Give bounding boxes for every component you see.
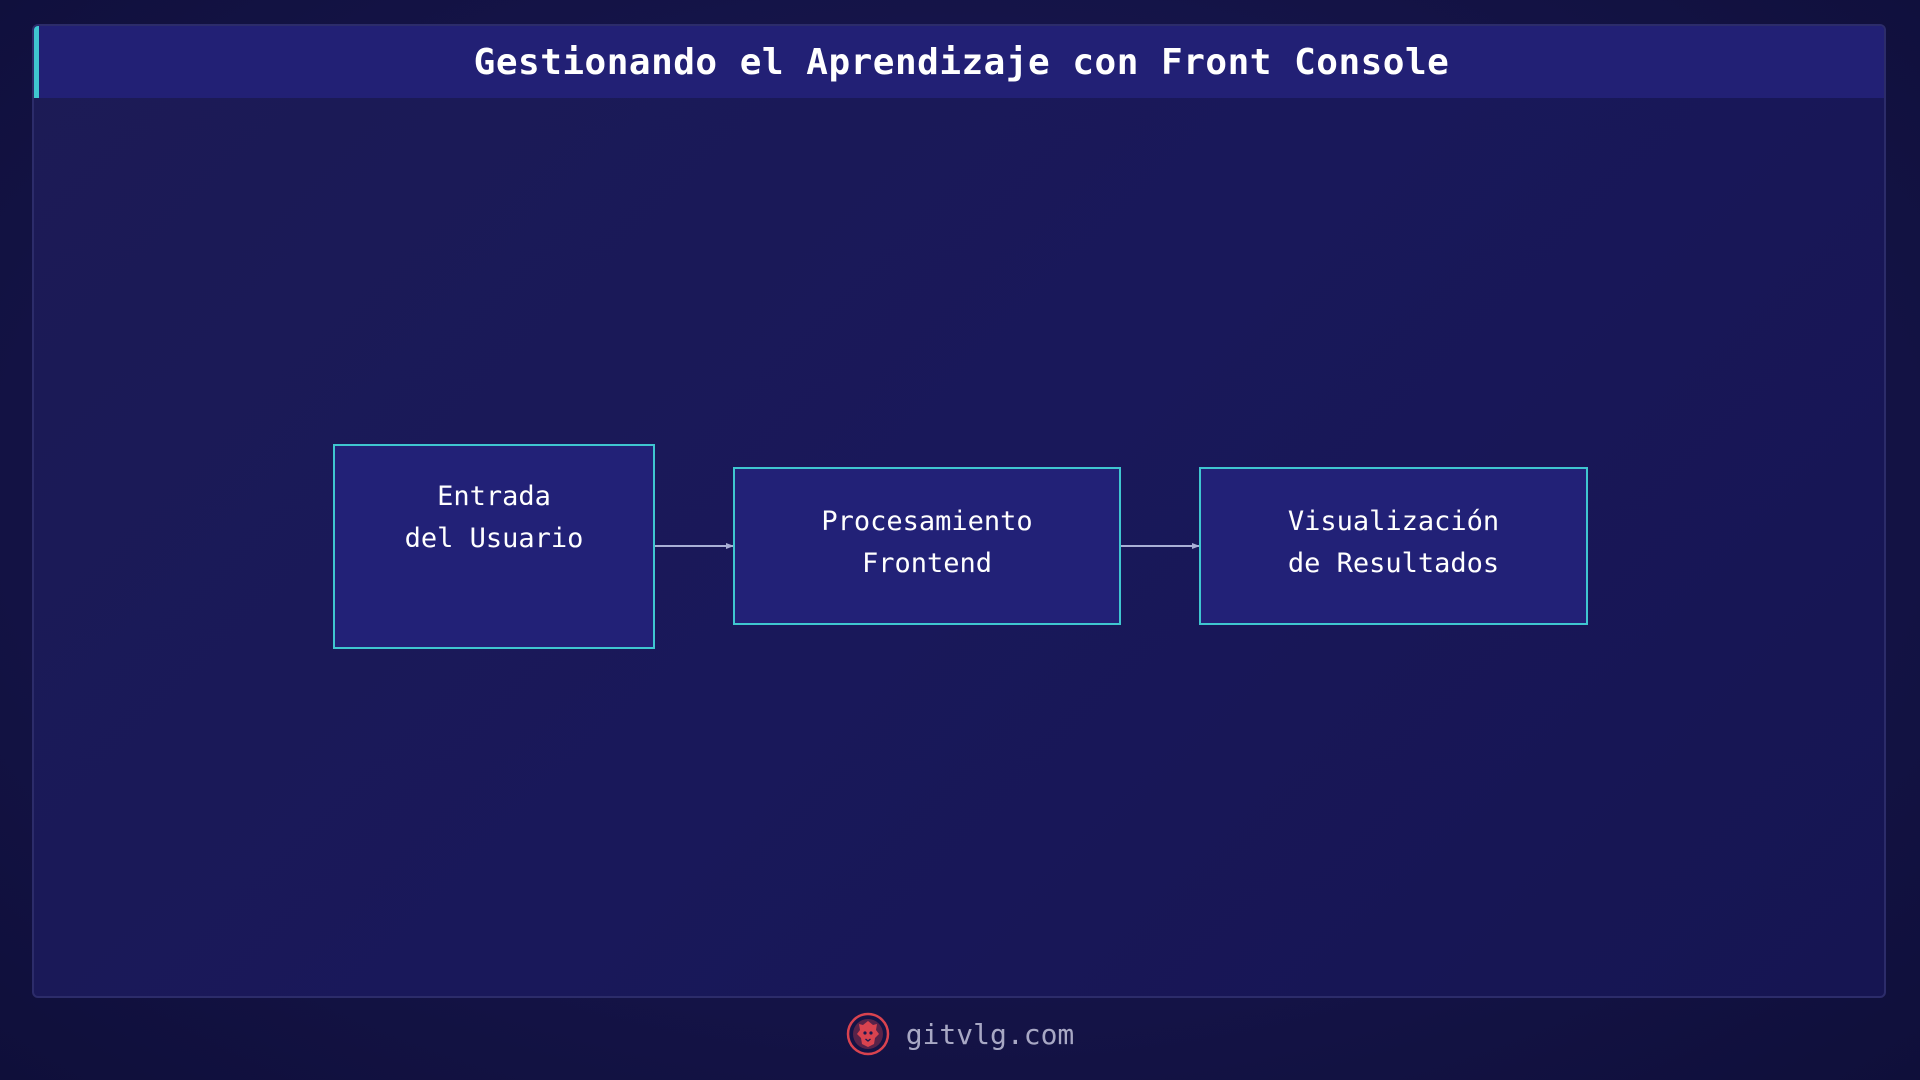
- title-bar: Gestionando el Aprendizaje con Front Con…: [34, 26, 1884, 98]
- node-label-line: Entrada: [437, 481, 551, 512]
- node-visualizacion-de-resultados: Visualización de Resultados: [1199, 467, 1588, 625]
- node-label-line: Procesamiento: [821, 506, 1033, 537]
- node-label-line: del Usuario: [404, 523, 584, 554]
- lion-icon[interactable]: [846, 1012, 890, 1056]
- node-procesamiento-frontend: Procesamiento Frontend: [733, 467, 1121, 625]
- footer-site-link[interactable]: gitvlg.com: [905, 1017, 1075, 1051]
- node-label-line: Frontend: [861, 548, 993, 579]
- node-entrada-del-usuario: Entrada del Usuario: [333, 444, 655, 649]
- footer: gitvlg.com: [0, 1012, 1920, 1056]
- page-title: Gestionando el Aprendizaje con Front Con…: [473, 41, 1450, 83]
- node-label-line: Visualización: [1287, 506, 1500, 537]
- node-label-line: de Resultados: [1287, 548, 1500, 579]
